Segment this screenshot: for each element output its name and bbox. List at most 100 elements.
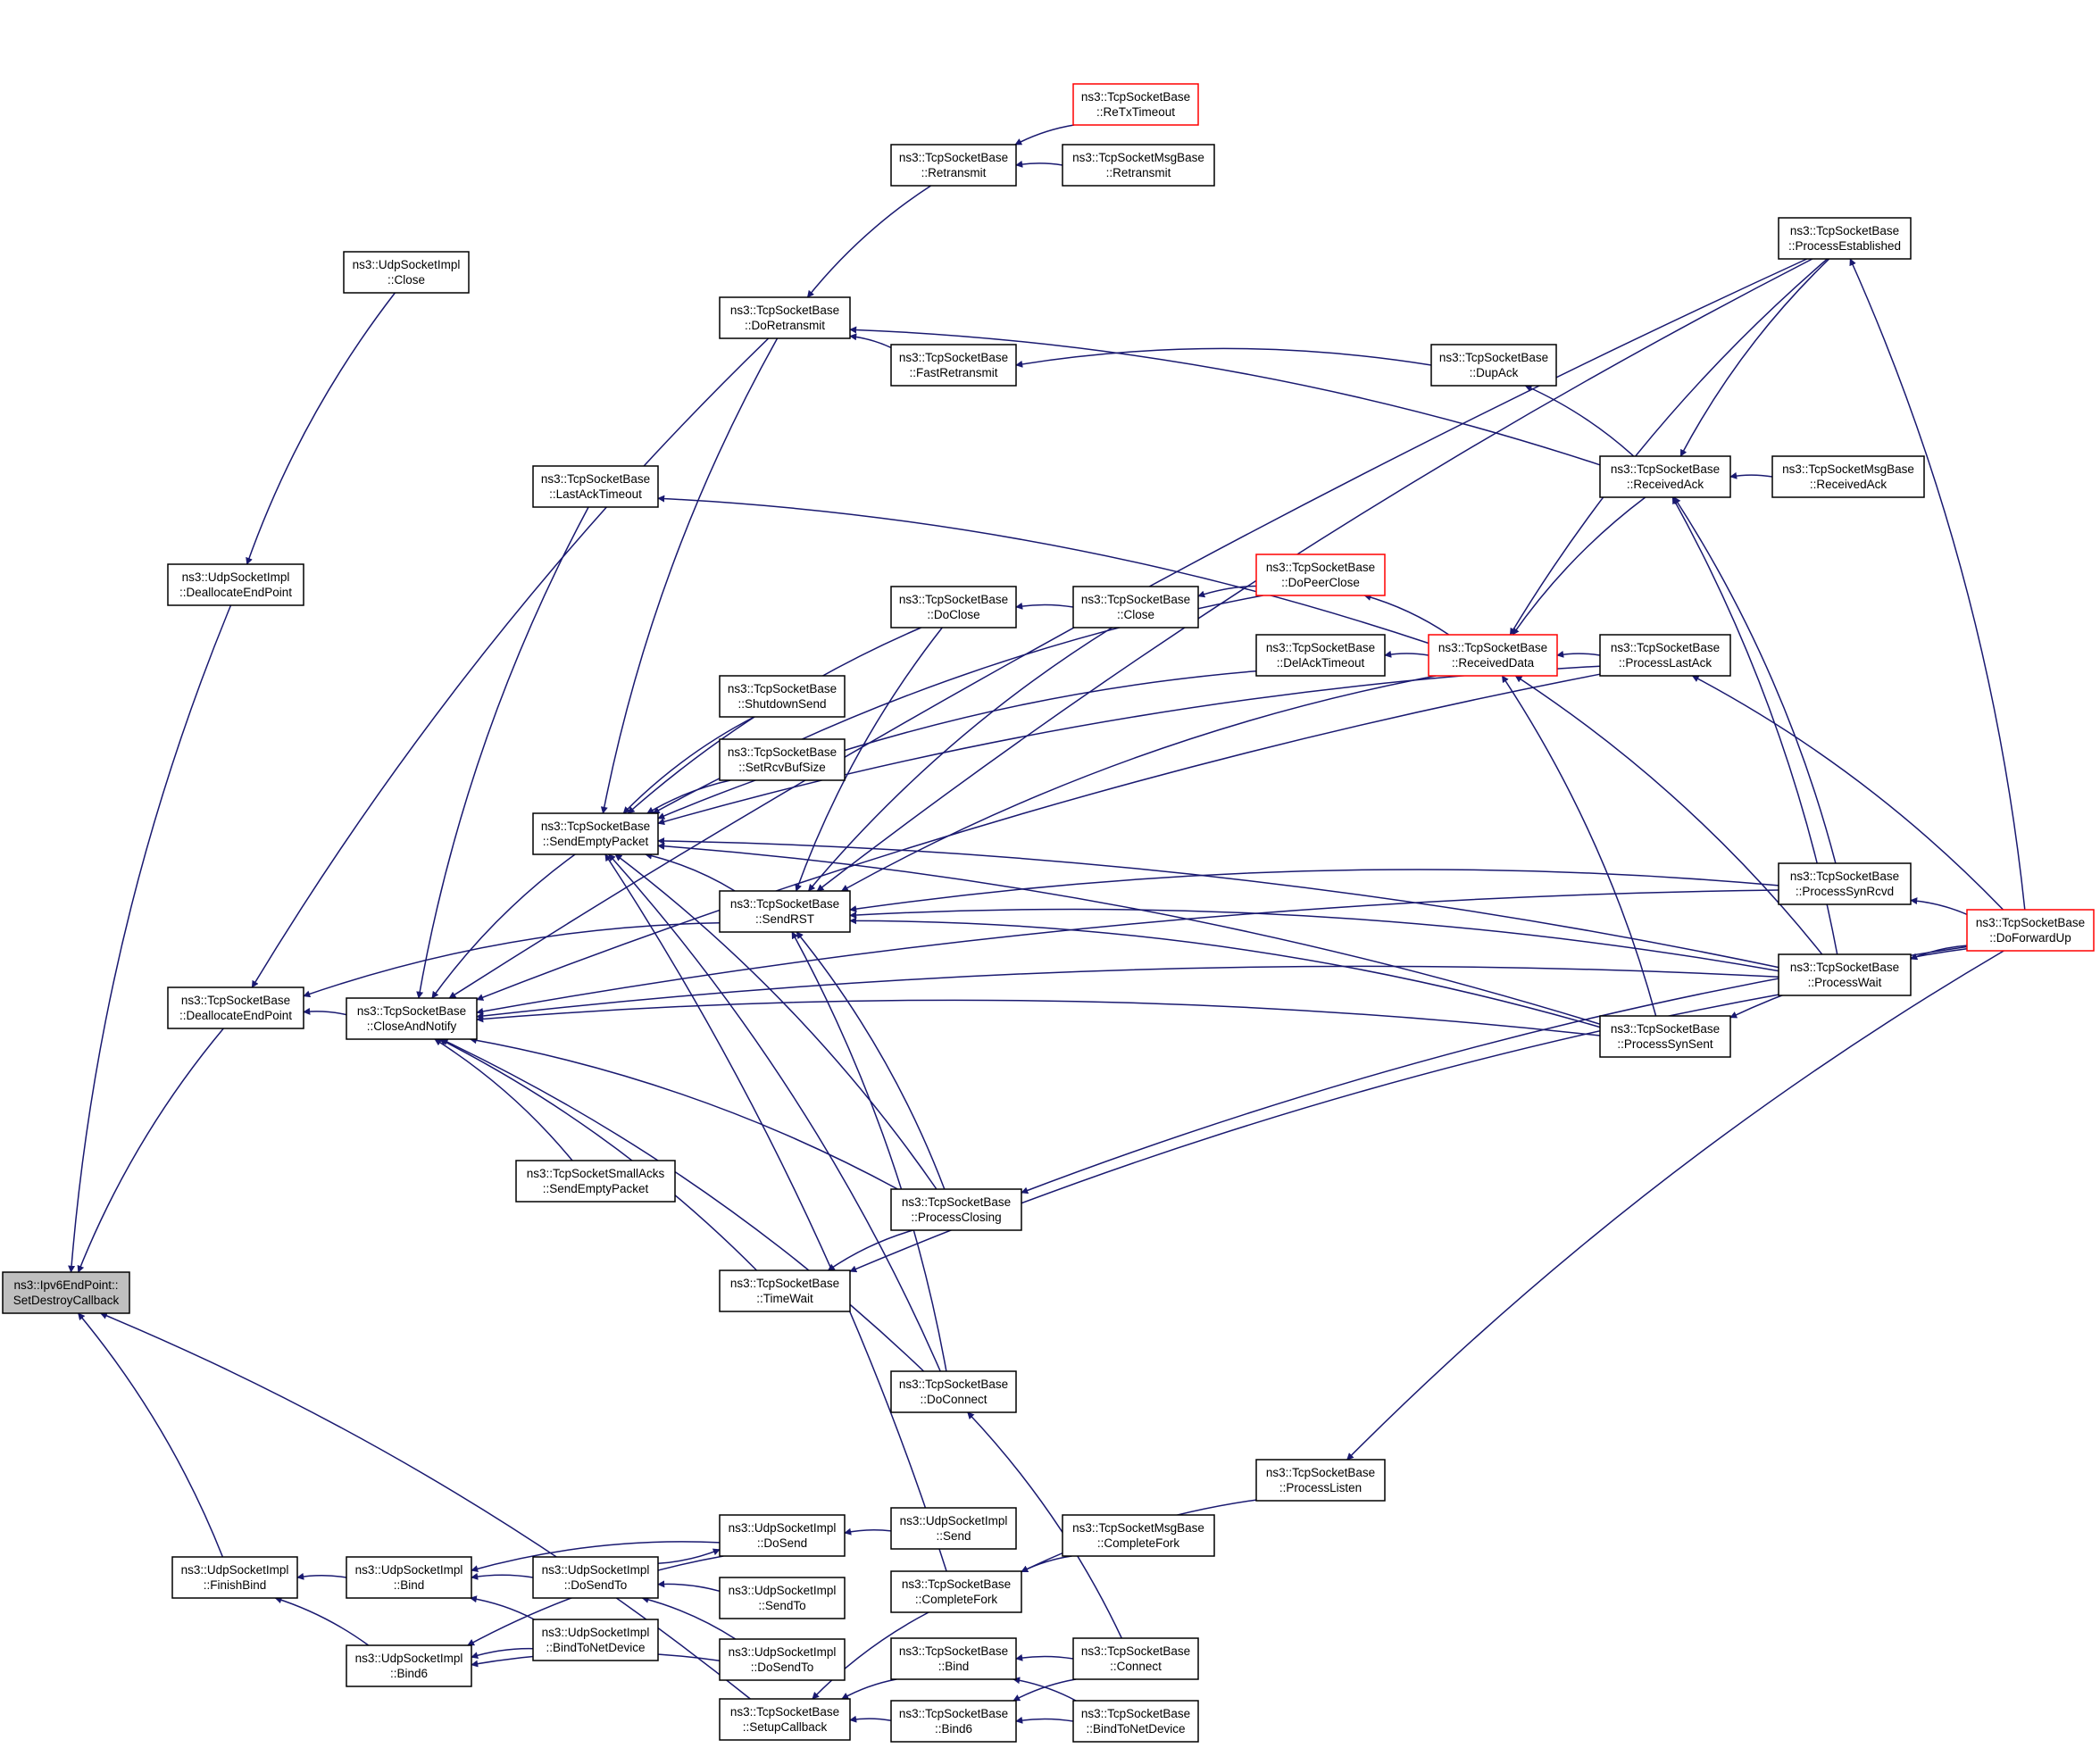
node-retx-timeout[interactable]: ns3::TcpSocketBase::ReTxTimeout (1072, 83, 1199, 126)
node-class-label: ns3::TcpSocketBase (1266, 641, 1375, 654)
node-method-label: ::TimeWait (756, 1292, 813, 1305)
node-udp-dosend[interactable]: ns3::UdpSocketImpl::DoSend (719, 1514, 846, 1557)
node-msg-retransmit[interactable]: ns3::TcpSocketMsgBase::Retransmit (1062, 144, 1215, 187)
node-udp-finishbind[interactable]: ns3::UdpSocketImpl::FinishBind (171, 1556, 298, 1599)
node-method-label: ::Bind (394, 1578, 425, 1592)
node-class-label: ns3::TcpSocketBase (728, 682, 837, 695)
node-udp-dealloc[interactable]: ns3::UdpSocketImpl::DeallocateEndPoint (167, 563, 304, 606)
node-udp-send[interactable]: ns3::UdpSocketImpl::Send (890, 1507, 1017, 1550)
node-root[interactable]: ns3::Ipv6EndPoint::SetDestroyCallback (2, 1271, 130, 1314)
edge-received_data-to-lastack_timeout (657, 495, 1429, 645)
node-time-wait[interactable]: ns3::TcpSocketBase::TimeWait (719, 1269, 851, 1312)
node-class-label: ns3::TcpSocketBase (1439, 351, 1548, 364)
edge-retx_timeout-to-retransmit (1014, 124, 1075, 146)
node-class-label: ns3::TcpSocketBase (1081, 1644, 1190, 1658)
node-method-label: ::FinishBind (204, 1578, 267, 1592)
node-class-label: ns3::UdpSocketImpl (182, 570, 290, 584)
node-process-wait[interactable]: ns3::TcpSocketBase::ProcessWait (1778, 953, 1912, 996)
edge-close_notify-to-tcp_dealloc (303, 1007, 347, 1016)
node-msg-received-ack[interactable]: ns3::TcpSocketMsgBase::ReceivedAck (1771, 455, 1925, 498)
node-class-label: ns3::TcpSocketBase (1790, 870, 1899, 883)
node-method-label: ::CompleteFork (1097, 1536, 1180, 1550)
node-process-established[interactable]: ns3::TcpSocketBase::ProcessEstablished (1778, 217, 1912, 260)
node-retransmit[interactable]: ns3::TcpSocketBase::Retransmit (890, 144, 1017, 187)
edge-process_synsent-to-close_notify (476, 999, 1601, 1036)
node-tcp-dealloc[interactable]: ns3::TcpSocketBase::DeallocateEndPoint (167, 986, 304, 1029)
node-udp-sendto[interactable]: ns3::UdpSocketImpl::SendTo (719, 1577, 846, 1619)
node-msg-complete-fork[interactable]: ns3::TcpSocketMsgBase::CompleteFork (1062, 1514, 1215, 1557)
node-send-rst[interactable]: ns3::TcpSocketBase::SendRST (719, 890, 851, 933)
edge-udp_bind6-to-udp_finishbind (274, 1596, 370, 1646)
edge-do_forward_up-to-process_synrcvd (1910, 897, 1968, 915)
edge-do_retransmit-to-tcp_dealloc (251, 337, 770, 988)
node-class-label: ns3::TcpSocketBase (730, 304, 839, 317)
edge-process_synrcvd-to-send_rst (849, 869, 1779, 913)
node-class-label: ns3::UdpSocketImpl (355, 1563, 463, 1577)
edge-udp_dealloc-to-root (68, 604, 232, 1273)
node-udp-bindtonet[interactable]: ns3::UdpSocketImpl::BindToNetDevice (532, 1619, 659, 1661)
edge-process_closing-to-send_rst (796, 931, 946, 1190)
edge-do_forward_up-to-process_listen (1346, 950, 2004, 1461)
node-method-label: ::BindToNetDevice (1086, 1722, 1185, 1736)
node-class-label: ns3::TcpSocketMsgBase (1072, 1521, 1204, 1535)
node-do-connect[interactable]: ns3::TcpSocketBase::DoConnect (890, 1370, 1017, 1413)
node-process-closing[interactable]: ns3::TcpSocketBase::ProcessClosing (890, 1188, 1022, 1231)
node-shutdown-send[interactable]: ns3::TcpSocketBase::ShutdownSend (719, 675, 846, 718)
node-method-label: ::Retransmit (921, 166, 987, 179)
node-method-label: ::LastAckTimeout (549, 487, 642, 501)
edge-udp_dosend-to-udp_bind (471, 1541, 721, 1573)
edge-udp_dosendto_b-to-udp_dosendto_a (641, 1595, 737, 1640)
node-udp-bind[interactable]: ns3::UdpSocketImpl::Bind (346, 1556, 472, 1599)
node-setup-callback[interactable]: ns3::TcpSocketBase::SetupCallback (719, 1698, 851, 1741)
node-do-peer-close[interactable]: ns3::TcpSocketBase::DoPeerClose (1255, 554, 1386, 596)
node-class-label: ns3::UdpSocketImpl (729, 1645, 837, 1659)
node-set-rcvbuf[interactable]: ns3::TcpSocketBase::SetRcvBufSize (719, 738, 846, 781)
node-tcp-bind[interactable]: ns3::TcpSocketBase::Bind (890, 1637, 1017, 1680)
node-received-ack[interactable]: ns3::TcpSocketBase::ReceivedAck (1599, 455, 1731, 498)
node-class-label: ns3::TcpSocketBase (181, 994, 290, 1007)
edge-msg_received_ack-to-received_ack (1729, 471, 1773, 479)
node-send-empty[interactable]: ns3::TcpSocketBase::SendEmptyPacket (532, 812, 659, 855)
node-connect[interactable]: ns3::TcpSocketBase::Connect (1072, 1637, 1199, 1680)
node-received-data[interactable]: ns3::TcpSocketBase::ReceivedData (1428, 634, 1558, 677)
node-process-listen[interactable]: ns3::TcpSocketBase::ProcessListen (1255, 1459, 1386, 1502)
edge-close-to-do_close (1015, 602, 1074, 610)
edge-process_synrcvd-to-received_ack (1673, 496, 1837, 864)
node-do-forward-up[interactable]: ns3::TcpSocketBase::DoForwardUp (1966, 909, 2095, 952)
node-box (890, 1700, 1017, 1743)
node-close-notify[interactable]: ns3::TcpSocketBase::CloseAndNotify (346, 997, 478, 1040)
node-udp-close[interactable]: ns3::UdpSocketImpl::Close (343, 251, 470, 294)
node-do-close[interactable]: ns3::TcpSocketBase::DoClose (890, 586, 1017, 628)
node-process-synsent[interactable]: ns3::TcpSocketBase::ProcessSynSent (1599, 1015, 1731, 1058)
node-dup-ack[interactable]: ns3::TcpSocketBase::DupAck (1430, 344, 1557, 387)
edge-connect-to-tcp_bind (1015, 1653, 1074, 1661)
node-close[interactable]: ns3::TcpSocketBase::Close (1072, 586, 1199, 628)
edge-do_retransmit-to-send_empty (600, 337, 779, 814)
node-smallacks-send-empty[interactable]: ns3::TcpSocketSmallAcks::SendEmptyPacket (515, 1160, 676, 1203)
edge-received_data-to-do_peer_close (1363, 594, 1450, 636)
node-delack-timeout[interactable]: ns3::TcpSocketBase::DelAckTimeout (1255, 634, 1386, 677)
node-tcp-bind6[interactable]: ns3::TcpSocketBase::Bind6 (890, 1700, 1017, 1743)
edge-bind_to_net-to-tcp_bind6 (1015, 1716, 1074, 1724)
edge-process_closing-to-time_wait (827, 1229, 913, 1271)
node-process-lastack[interactable]: ns3::TcpSocketBase::ProcessLastAck (1599, 634, 1731, 677)
node-class-label: ns3::TcpSocketBase (899, 151, 1008, 164)
node-complete-fork[interactable]: ns3::TcpSocketBase::CompleteFork (890, 1570, 1022, 1613)
node-process-synrcvd[interactable]: ns3::TcpSocketBase::ProcessSynRcvd (1778, 862, 1912, 905)
node-udp-dosendto-a[interactable]: ns3::UdpSocketImpl::DoSendTo (532, 1556, 659, 1599)
node-box (890, 1370, 1017, 1413)
edge-udp_finishbind-to-root (78, 1312, 224, 1558)
node-box (1599, 1015, 1731, 1058)
node-bind-to-net[interactable]: ns3::TcpSocketBase::BindToNetDevice (1072, 1700, 1199, 1743)
node-class-label: ns3::TcpSocketBase (902, 1195, 1011, 1209)
node-class-label: ns3::TcpSocketBase (899, 1707, 1008, 1720)
node-lastack-timeout[interactable]: ns3::TcpSocketBase::LastAckTimeout (532, 465, 659, 508)
node-udp-dosendto-b[interactable]: ns3::UdpSocketImpl::DoSendTo (719, 1638, 846, 1681)
edge-do_connect-to-close_notify (440, 1038, 925, 1372)
edge-udp_bindtonet-to-udp_bind6 (471, 1647, 534, 1660)
node-box (343, 251, 470, 294)
node-udp-bind6[interactable]: ns3::UdpSocketImpl::Bind6 (346, 1644, 472, 1687)
node-method-label: ::SendTo (758, 1599, 805, 1612)
node-do-retransmit[interactable]: ns3::TcpSocketBase::DoRetransmit (719, 296, 851, 339)
node-fast-retransmit[interactable]: ns3::TcpSocketBase::FastRetransmit (890, 344, 1017, 387)
